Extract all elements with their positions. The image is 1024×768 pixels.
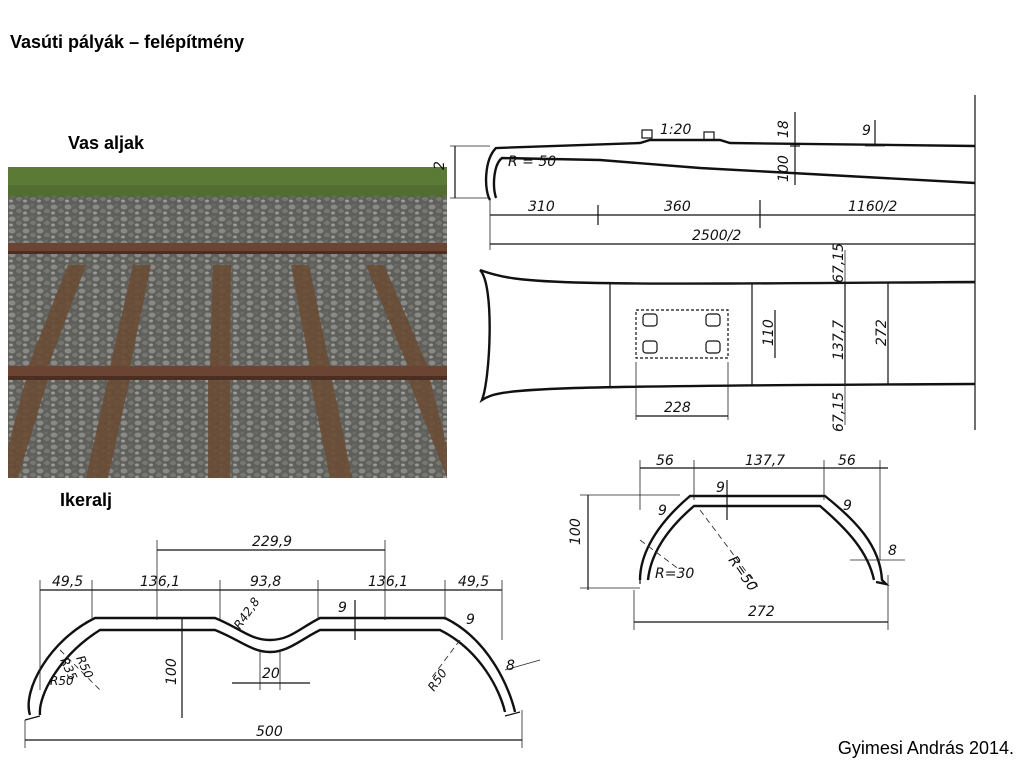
r42-8-label: R42,8 (231, 595, 263, 632)
dim-1160-label: 1160/2 (848, 199, 897, 215)
sleeper-elevation-drawing: 1:20 R = 50 2 18 100 9 310 360 1160/2 25… (432, 95, 976, 430)
steel-sleepers (8, 265, 447, 478)
dim-20-label: 20 (262, 666, 280, 682)
dim-229-9-label: 229,9 (252, 534, 292, 550)
dim-137-7-label: 137,7 (831, 320, 847, 360)
dim-137-7-section-label: 137,7 (745, 453, 785, 469)
sleeper-plan-drawing: 67,15 110 137,7 272 228 67,15 (479, 243, 976, 432)
dim-56-left-label: 56 (656, 453, 674, 469)
r50-right-label: R50 (425, 666, 450, 694)
dim-110-label: 110 (761, 319, 777, 346)
dim-93-8-label: 93,8 (250, 574, 281, 590)
rails (8, 243, 447, 380)
label-ikeralj: Ikeralj (60, 490, 113, 510)
dim-136-1-right-label: 136,1 (368, 574, 408, 590)
dim-100-label: 100 (776, 155, 792, 182)
dim-49-5-right-label: 49,5 (458, 574, 489, 590)
r30-label: R=30 (655, 566, 694, 582)
dim-272-section-label: 272 (748, 604, 775, 620)
dim-2500-label: 2500/2 (692, 228, 741, 244)
dim-49-5-left-label: 49,5 (52, 574, 83, 590)
page-title: Vasúti pályák – felépítmény (10, 32, 245, 52)
dim-2-label: 2 (432, 161, 448, 170)
dim-136-1-left-label: 136,1 (140, 574, 180, 590)
label-vas-aljak: Vas aljak (68, 133, 145, 153)
dim-100-section-label: 100 (568, 518, 584, 545)
radius-label: R = 50 (508, 154, 556, 170)
dim-67-15-top-label: 67,15 (831, 243, 847, 283)
twin-sleeper-drawing: 229,9 49,5 136,1 93,8 136,1 49,5 R42,8 9… (24, 534, 541, 748)
steel-sleeper-photo (8, 167, 447, 478)
r50-b-label: R50 (50, 674, 74, 688)
dim-8-twin-label: 8 (506, 658, 515, 674)
dim-9-right-label: 9 (843, 498, 852, 514)
dim-67-15-bottom-label: 67,15 (831, 392, 847, 432)
dim-272-label: 272 (874, 319, 890, 346)
dim-9-label: 9 (862, 123, 871, 139)
dim-228-label: 228 (664, 400, 691, 416)
author-credit: Gyimesi András 2014. (837, 738, 1014, 758)
dim-9-top-label: 9 (716, 480, 725, 496)
sleeper-cross-section-drawing: 56 137,7 56 9 9 9 100 R=30 R=50 8 272 (568, 453, 905, 630)
dim-9-mid-label: 9 (338, 600, 347, 616)
dim-8-section-label: 8 (888, 543, 897, 559)
dim-9-right-twin-label: 9 (466, 612, 475, 628)
dim-500-label: 500 (256, 724, 283, 740)
dim-56-right-label: 56 (838, 453, 856, 469)
r50-section-label: R=50 (725, 553, 761, 594)
dim-310-label: 310 (528, 199, 555, 215)
dim-360-label: 360 (664, 199, 691, 215)
dim-100-twin-label: 100 (164, 658, 180, 685)
slope-label: 1:20 (660, 122, 692, 138)
dim-9-left-label: 9 (658, 503, 667, 519)
dim-18-label: 18 (776, 120, 792, 138)
